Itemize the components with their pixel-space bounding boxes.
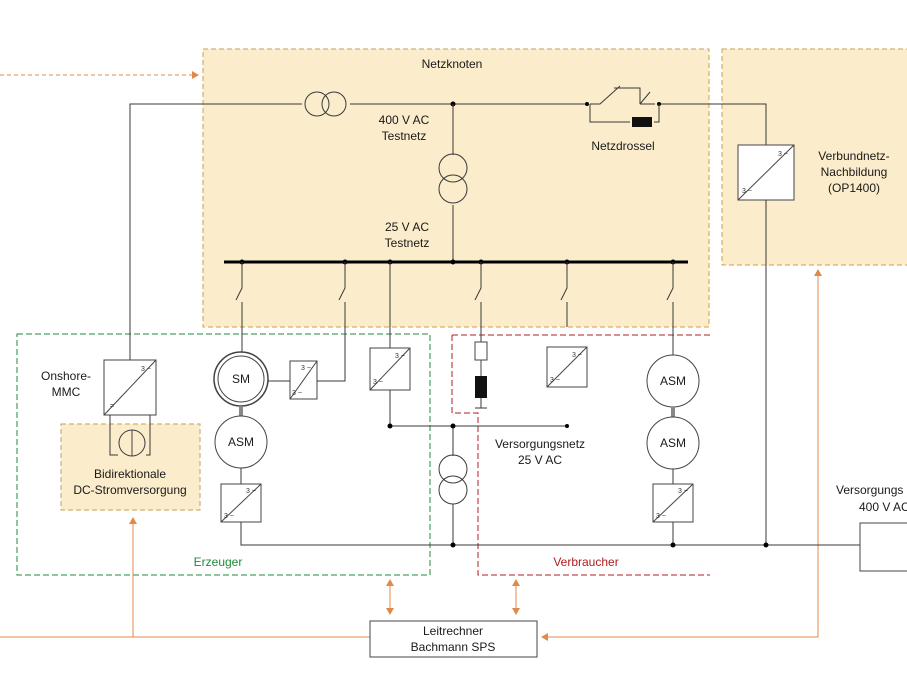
svg-text:3 ~: 3 ~: [141, 366, 151, 373]
converter-verbraucher: 3 ~ 3 ~: [546, 346, 588, 388]
svg-text:=: =: [110, 403, 114, 410]
versorgung400-box: [859, 522, 907, 572]
svg-text:3 ~: 3 ~: [292, 390, 302, 397]
feeders: [235, 262, 674, 382]
converter-asm-left: 3 ~ 3 ~: [220, 483, 262, 523]
label-testnetz25: Testnetz: [385, 236, 430, 250]
label-sm: SM: [232, 372, 250, 386]
transformer-400-a: [304, 91, 330, 117]
svg-text:3 ~: 3 ~: [246, 488, 256, 495]
label-verbund-1: Verbundnetz-: [818, 149, 889, 163]
label-versorgung400-2: 400 V AC: [859, 500, 907, 514]
sm-machine-inner: [217, 355, 265, 403]
svg-text:3 ~: 3 ~: [395, 353, 405, 360]
onshore-mmc-converter: 3 ~ =: [103, 359, 157, 416]
converter-verbundnetz: 3 ~ 3 ~: [737, 144, 795, 201]
label-onshore-2: MMC: [52, 385, 81, 399]
junction: [763, 542, 769, 548]
junction: [387, 423, 393, 429]
leitrechner-box: [369, 620, 538, 658]
label-leitrechner-1: Leitrechner: [423, 624, 483, 638]
svg-text:3 ~: 3 ~: [301, 365, 311, 372]
svg-text:3 ~: 3 ~: [778, 151, 788, 158]
label-versorgung25-1: Versorgungsnetz: [495, 437, 585, 451]
label-asm-left: ASM: [228, 435, 254, 449]
label-25v: 25 V AC: [385, 220, 429, 234]
label-testnetz400: Testnetz: [382, 129, 427, 143]
label-verbund-3: (OP1400): [828, 181, 880, 195]
label-asm-right-2: ASM: [660, 436, 686, 450]
transformer-25-b: [438, 174, 468, 204]
transformer-25-a: [438, 153, 468, 183]
svg-text:3 ~: 3 ~: [373, 379, 383, 386]
label-verbund-2: Nachbildung: [821, 165, 888, 179]
signal-verbund: [541, 269, 822, 641]
label-verbraucher: Verbraucher: [553, 555, 618, 569]
line-400v: [129, 103, 767, 415]
label-bidir-2: DC-Stromversorgung: [73, 483, 186, 497]
converter-sm: 3 ~ 3 ~: [289, 360, 318, 400]
label-bidir-1: Bidirektionale: [94, 467, 166, 481]
converter-versorgung25: 3 ~ 3 ~: [369, 347, 411, 391]
label-netzdrossel: Netzdrossel: [591, 139, 654, 153]
line-versorgung-400v: [240, 200, 860, 546]
label-erzeuger: Erzeuger: [194, 555, 243, 569]
svg-text:3 ~: 3 ~: [572, 352, 582, 359]
junction: [670, 542, 676, 548]
transformer-vs-b: [438, 475, 468, 505]
svg-text:3 ~: 3 ~: [678, 488, 688, 495]
converter-asm-right: 3 ~ 3 ~: [652, 483, 694, 523]
label-leitrechner-2: Bachmann SPS: [411, 640, 496, 654]
netzdrossel-symbol: [585, 85, 661, 127]
svg-text:3 ~: 3 ~: [742, 188, 752, 195]
svg-text:3 ~: 3 ~: [224, 513, 234, 520]
junction: [450, 542, 456, 548]
rl-load: [474, 341, 488, 409]
transformer-400-b: [321, 91, 347, 117]
label-versorgung400-1: Versorgungs: [836, 483, 903, 497]
svg-text:3 ~: 3 ~: [550, 377, 560, 384]
erzeuger-region: [16, 333, 431, 576]
transformer-vs-a: [438, 454, 468, 484]
svg-text:3 ~: 3 ~: [656, 513, 666, 520]
junction: [450, 423, 456, 429]
junction: [565, 424, 569, 428]
bidir-region: [60, 423, 201, 511]
label-onshore-1: Onshore-: [41, 369, 91, 383]
netzknoten-region: [202, 48, 710, 328]
mmc-dc-link: [109, 415, 151, 456]
label-asm-right-1: ASM: [660, 374, 686, 388]
label-netzknoten: Netzknoten: [422, 57, 483, 71]
label-400v: 400 V AC: [379, 113, 430, 127]
label-versorgung25-2: 25 V AC: [518, 453, 562, 467]
